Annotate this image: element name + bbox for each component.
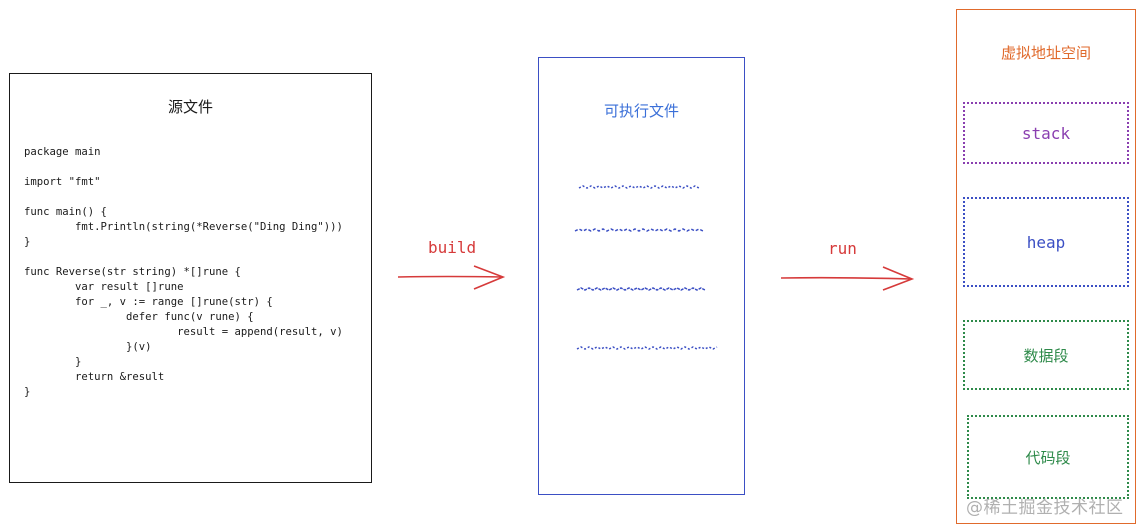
data-segment: 数据段 [963, 320, 1129, 390]
virtual-address-space-box: 虚拟地址空间 stack heap 数据段 代码段 [956, 9, 1136, 524]
data-segment-label: 数据段 [1023, 346, 1069, 365]
run-label: run [828, 239, 857, 258]
stack-segment: stack [963, 102, 1129, 164]
code-segment: 代码段 [967, 415, 1129, 499]
heap-segment: heap [963, 197, 1129, 287]
binary-line-4 [576, 346, 718, 350]
watermark: @稀土掘金技术社区 [966, 498, 1124, 518]
binary-line-3 [576, 287, 706, 291]
executable-box: 可执行文件 [538, 57, 745, 495]
source-file-box: 源文件 package main import "fmt" func main(… [9, 73, 372, 483]
binary-line-1 [578, 185, 700, 189]
executable-title: 可执行文件 [603, 102, 679, 120]
source-file-title: 源文件 [167, 98, 213, 116]
virtual-address-space-title: 虚拟地址空间 [1000, 44, 1091, 62]
build-label: build [428, 238, 477, 257]
heap-label: heap [1026, 232, 1066, 252]
stack-label: stack [1021, 123, 1071, 143]
run-arrow [780, 266, 915, 291]
code-segment-label: 代码段 [1025, 448, 1071, 467]
binary-line-2 [574, 228, 704, 232]
source-code: package main import "fmt" func main() { … [24, 146, 343, 398]
build-arrow [397, 265, 506, 290]
